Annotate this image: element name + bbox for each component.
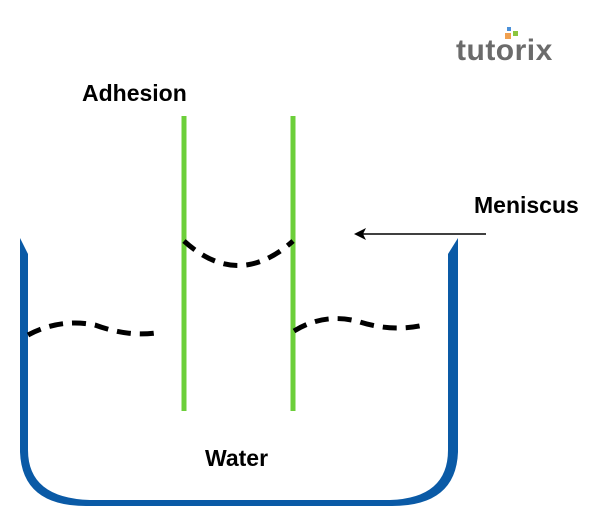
tutorix-logo: tutorix bbox=[456, 27, 553, 67]
meniscus-arrow-head bbox=[354, 228, 366, 240]
logo-dot-blue bbox=[507, 27, 511, 31]
water-surface-right bbox=[292, 316, 429, 334]
logo-text: tutorix bbox=[456, 34, 553, 67]
logo-dot-orange bbox=[505, 33, 511, 39]
logo-dot-green bbox=[513, 31, 518, 36]
adhesion-label: Adhesion bbox=[82, 80, 187, 106]
meniscus-curve bbox=[182, 239, 295, 268]
water-label: Water bbox=[205, 445, 269, 471]
meniscus-label: Meniscus bbox=[474, 192, 579, 218]
water-surface-left bbox=[26, 320, 163, 338]
